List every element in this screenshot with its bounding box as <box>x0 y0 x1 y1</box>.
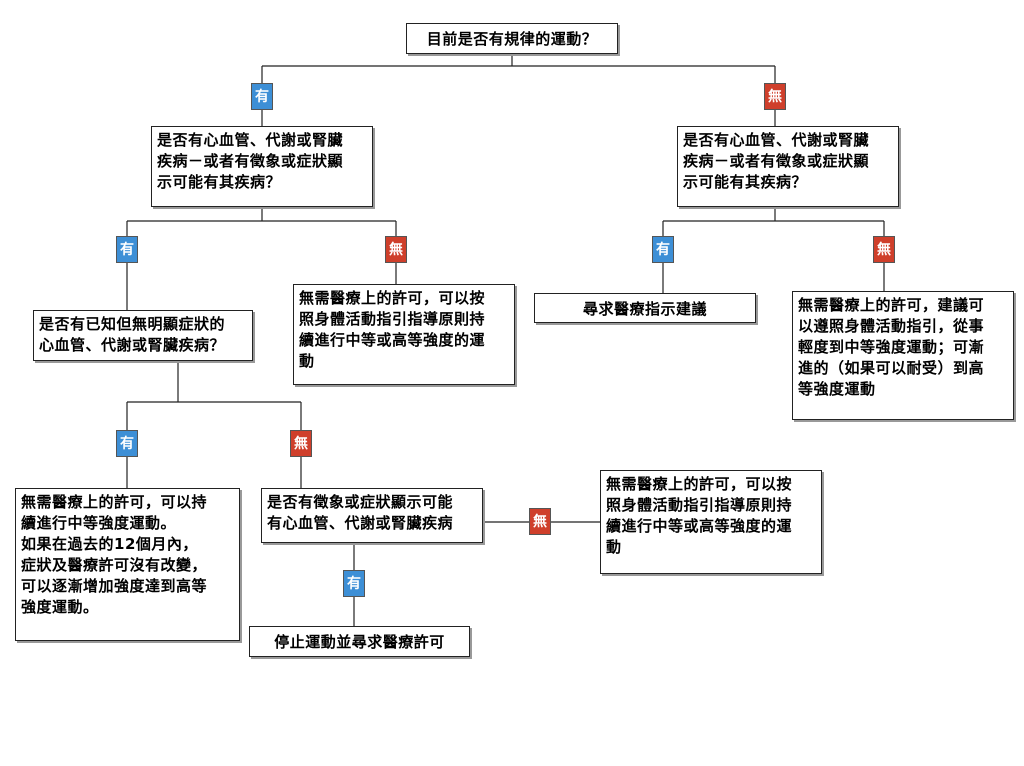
line: 是否有心血管、代謝或腎臟 <box>683 131 870 149</box>
line: 等強度運動 <box>798 380 876 398</box>
line: 示可能有其疾病？ <box>683 173 808 191</box>
line: 有心血管、代謝或腎臟疾病 <box>267 514 454 532</box>
line: 無需醫療上的許可，可以按 <box>299 289 486 307</box>
active-disease-question-box: 是否有心血管、代謝或腎臟 疾病－或者有徵象或症狀顯 示可能有其疾病？ <box>151 126 373 207</box>
line: 是否有已知但無明顯症狀的 <box>39 315 226 333</box>
line: 續進行中等或高等強度的運 <box>606 517 793 535</box>
result-text: 停止運動並尋求醫療許可 <box>274 633 445 651</box>
line: 無需醫療上的許可，可以按 <box>606 475 793 493</box>
line: 如果在過去的12個月內， <box>21 535 198 553</box>
branch-yes-tag: 有 <box>116 430 138 457</box>
line: 照身體活動指引指導原則持 <box>299 310 486 328</box>
line: 強度運動。 <box>21 598 99 616</box>
line: 心血管、代謝或腎臟疾病？ <box>39 336 226 354</box>
known-asymptomatic-question-box: 是否有已知但無明顯症狀的 心血管、代謝或腎臟疾病？ <box>33 310 253 361</box>
inactive-no-disease-result-box: 無需醫療上的許可，建議可 以遵照身體活動指引，從事 輕度到中等強度運動；可漸 進… <box>792 291 1014 420</box>
line: 輕度到中等強度運動；可漸 <box>798 338 985 356</box>
line: 進的（如果可以耐受）到高 <box>798 359 985 377</box>
line: 照身體活動指引指導原則持 <box>606 496 793 514</box>
known-disease-result-box: 無需醫療上的許可，可以持 續進行中等強度運動。 如果在過去的12個月內， 症狀及… <box>15 488 240 641</box>
line: 以遵照身體活動指引，從事 <box>798 317 985 335</box>
line: 疾病－或者有徵象或症狀顯 <box>157 152 344 170</box>
symptoms-no-result-box: 無需醫療上的許可，可以按 照身體活動指引指導原則持 續進行中等或高等強度的運 動 <box>600 470 822 574</box>
root-question-box: 目前是否有規律的運動？ <box>406 23 618 54</box>
line: 示可能有其疾病？ <box>157 173 282 191</box>
branch-no-tag: 無 <box>529 508 551 535</box>
branch-no-tag: 無 <box>764 83 786 110</box>
result-text: 尋求醫療指示建議 <box>582 300 707 318</box>
branch-yes-tag: 有 <box>251 83 273 110</box>
root-question-text: 目前是否有規律的運動？ <box>426 30 598 48</box>
stop-exercise-result-box: 停止運動並尋求醫療許可 <box>249 626 470 657</box>
branch-yes-tag: 有 <box>652 236 674 263</box>
line: 無需醫療上的許可，可以持 <box>21 493 208 511</box>
line: 動 <box>299 352 315 370</box>
line: 續進行中等或高等強度的運 <box>299 331 486 349</box>
inactive-disease-question-box: 是否有心血管、代謝或腎臟 疾病－或者有徵象或症狀顯 示可能有其疾病？ <box>677 126 899 207</box>
seek-medical-advice-box: 尋求醫療指示建議 <box>534 293 756 323</box>
line: 疾病－或者有徵象或症狀顯 <box>683 152 870 170</box>
symptoms-question-box: 是否有徵象或症狀顯示可能 有心血管、代謝或腎臟疾病 <box>261 488 483 543</box>
branch-no-tag: 無 <box>873 236 895 263</box>
branch-no-tag: 無 <box>290 430 312 457</box>
line: 是否有心血管、代謝或腎臟 <box>157 131 344 149</box>
branch-yes-tag: 有 <box>343 570 365 597</box>
line: 是否有徵象或症狀顯示可能 <box>267 493 454 511</box>
active-no-disease-result-box: 無需醫療上的許可，可以按 照身體活動指引指導原則持 續進行中等或高等強度的運 動 <box>293 284 515 385</box>
line: 續進行中等強度運動。 <box>21 514 177 532</box>
line: 無需醫療上的許可，建議可 <box>798 296 985 314</box>
line: 症狀及醫療許可沒有改變， <box>21 556 208 574</box>
branch-no-tag: 無 <box>385 236 407 263</box>
line: 可以逐漸增加強度達到高等 <box>21 577 208 595</box>
line: 動 <box>606 538 622 556</box>
branch-yes-tag: 有 <box>116 236 138 263</box>
